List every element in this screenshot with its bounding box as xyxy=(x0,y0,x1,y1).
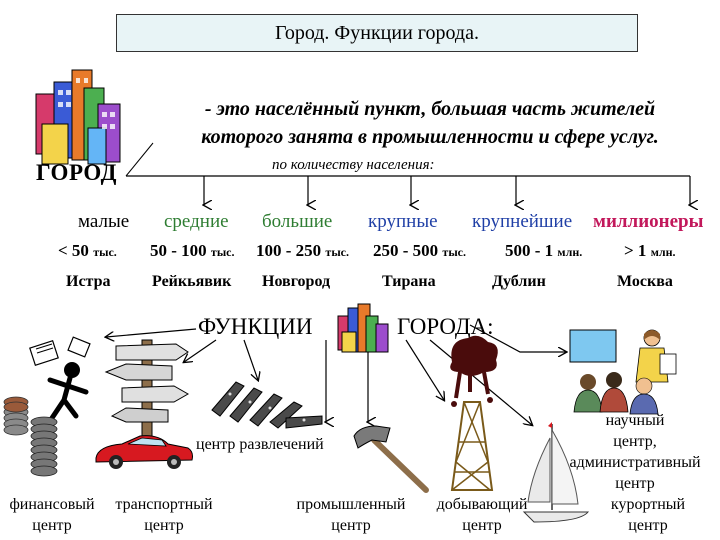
range-medium: 50 - 100 тыс. xyxy=(150,241,235,260)
city-definition: - это населённый пункт, большая часть жи… xyxy=(150,95,710,151)
page-title: Город. Функции города. xyxy=(275,21,479,44)
definition-line-1: - это населённый пункт, большая часть жи… xyxy=(204,98,656,120)
range-millionaire: > 1 млн. xyxy=(624,241,676,260)
example-biggest: Дублин xyxy=(492,273,546,290)
red-car-icon xyxy=(95,435,193,469)
coin-stack-icon xyxy=(3,396,58,477)
running-man-icon xyxy=(29,336,91,421)
category-name-big: крупные xyxy=(368,211,438,232)
category-name-large: большие xyxy=(262,211,333,232)
definition-line-2: которого занята в промышленности и сфере… xyxy=(201,126,659,148)
small-buildings-icon xyxy=(337,303,389,353)
oil-derrick-icon xyxy=(450,335,498,491)
dominoes-icon xyxy=(211,381,323,429)
title-box: Город. Функции города. xyxy=(116,14,638,52)
example-big: Тирана xyxy=(382,273,436,290)
example-large: Новгород xyxy=(262,273,331,290)
hammer-icon xyxy=(353,425,429,493)
category-name-biggest: крупнейшие xyxy=(472,211,573,232)
range-biggest: 500 - 1 млн. xyxy=(505,241,583,260)
example-medium: Рейкьявик xyxy=(152,273,232,290)
example-small: Истра xyxy=(66,273,111,290)
signpost-icon xyxy=(104,339,190,445)
range-small: < 50 тыс. xyxy=(58,241,117,260)
people-meeting-icon xyxy=(569,329,677,415)
label-science-admin: научный центр, административный центр xyxy=(569,412,701,492)
functions-title-right: ГОРОДА: xyxy=(397,314,494,339)
example-millionaire: Москва xyxy=(617,273,673,290)
population-note: по количеству населения: xyxy=(272,157,435,173)
label-entertainment: центр развлечений xyxy=(196,436,324,453)
city-heading: ГОРОД xyxy=(36,160,117,185)
category-name-millionaire: миллионеры xyxy=(593,211,704,232)
functions-title-left: ФУНКЦИИ xyxy=(198,314,313,339)
sailboat-icon xyxy=(522,422,590,523)
city-buildings-icon xyxy=(35,69,121,165)
category-name-small: малые xyxy=(78,211,130,232)
range-large: 100 - 250 тыс. xyxy=(256,241,350,260)
range-big: 250 - 500 тыс. xyxy=(373,241,467,260)
category-name-medium: средние xyxy=(164,211,229,232)
